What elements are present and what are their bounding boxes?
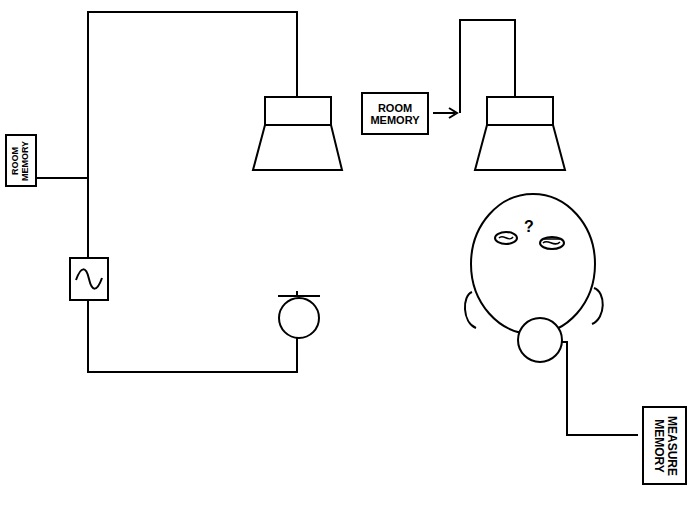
memory-box: MEASURE MEMORY bbox=[642, 406, 687, 485]
wire bbox=[33, 177, 88, 179]
eye-scribble bbox=[499, 237, 513, 239]
head bbox=[471, 194, 595, 334]
filter-symbol bbox=[70, 258, 108, 300]
wire bbox=[433, 112, 455, 114]
question-mark: ? bbox=[524, 218, 534, 236]
sine-wave bbox=[76, 269, 102, 288]
microphone bbox=[279, 298, 319, 338]
memory-label: ROOM MEMORY bbox=[11, 140, 31, 180]
memory-label: ROOM MEMORY bbox=[370, 101, 419, 125]
ear bbox=[465, 292, 476, 328]
speaker-cone bbox=[253, 125, 342, 170]
ear bbox=[592, 288, 603, 324]
wire bbox=[88, 300, 297, 372]
eye bbox=[540, 237, 564, 249]
microphone-bar bbox=[278, 291, 320, 296]
wire bbox=[562, 342, 638, 435]
memory-label: MEASURE MEMORY bbox=[651, 415, 677, 475]
speaker-cone bbox=[475, 125, 565, 170]
memory-box: ROOM MEMORY bbox=[5, 134, 37, 187]
eye bbox=[495, 232, 517, 244]
eye-scribble bbox=[543, 239, 560, 244]
speaker-magnet bbox=[265, 97, 331, 125]
speaker-magnet bbox=[487, 97, 553, 125]
arrowhead bbox=[449, 108, 457, 118]
memory-box: ROOM MEMORY bbox=[361, 92, 429, 135]
microphone bbox=[518, 318, 562, 362]
